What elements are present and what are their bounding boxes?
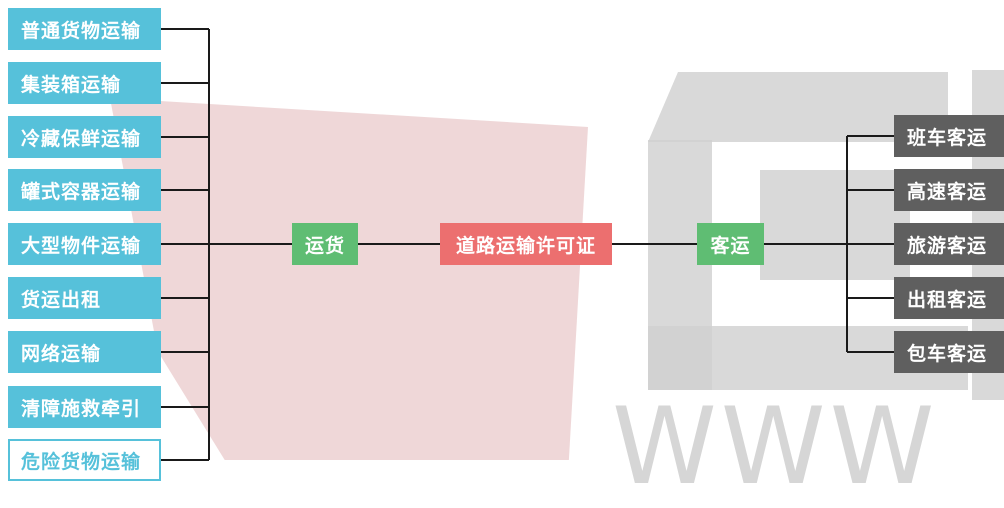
freight-item-freight-rental: 货运出租 (8, 277, 161, 319)
freight-item-oversized: 大型物件运输 (8, 223, 161, 265)
passenger-item-highway: 高速客运 (894, 169, 1004, 211)
watermark-red-shape (110, 98, 588, 460)
connector-lines (161, 28, 894, 461)
freight-item-network: 网络运输 (8, 331, 161, 373)
freight-item-tank: 罐式容器运输 (8, 169, 161, 211)
passenger-item-shuttle: 班车客运 (894, 115, 1004, 157)
watermark-gray-shape (760, 170, 910, 280)
freight-node: 运货 (292, 223, 358, 265)
passenger-node: 客运 (697, 223, 764, 265)
passenger-item-tourism: 旅游客运 (894, 223, 1004, 265)
center-node-road-transport-permit: 道路运输许可证 (440, 223, 612, 265)
freight-item-refrigerated: 冷藏保鲜运输 (8, 116, 161, 158)
passenger-item-charter: 包车客运 (894, 331, 1004, 373)
passenger-item-taxi: 出租客运 (894, 277, 1004, 319)
freight-item-towing: 清障施救牵引 (8, 386, 161, 428)
freight-item-container: 集装箱运输 (8, 62, 161, 104)
freight-item-dangerous-goods: 危险货物运输 (8, 439, 161, 481)
freight-item-general-cargo: 普通货物运输 (8, 8, 161, 50)
